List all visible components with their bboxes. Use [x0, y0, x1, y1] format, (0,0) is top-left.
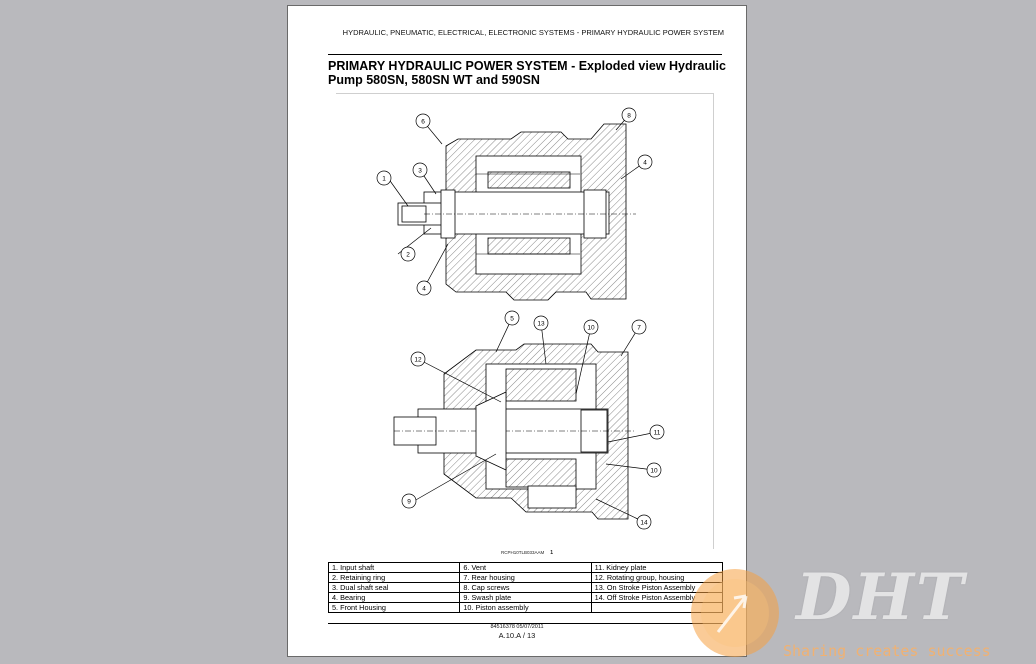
callout-label-4b: 4 — [643, 159, 647, 166]
parts-cell: 4. Bearing — [327, 592, 461, 603]
parts-cell: 2. Retaining ring — [327, 572, 461, 583]
figure-number: 1 — [550, 550, 554, 556]
callout-label-11: 11 — [654, 429, 661, 436]
dht-logo-icon — [691, 569, 779, 657]
figure-code: RCPH10TLB033AAM — [501, 550, 545, 555]
parts-cell: 6. Vent — [459, 562, 592, 573]
callout-circle — [646, 462, 662, 478]
footer-page-number: A.10.A / 13 — [498, 631, 536, 640]
header-divider — [328, 54, 722, 55]
callout-markers — [376, 107, 665, 530]
callout-circle — [415, 113, 431, 129]
callout-label-10: 10 — [587, 324, 595, 331]
callout-label-8: 8 — [627, 112, 631, 119]
parts-cell: 7. Rear housing — [459, 572, 592, 583]
parts-cell: 1. Input shaft — [327, 562, 461, 573]
callout-circle — [504, 310, 520, 326]
callout-circle — [376, 170, 392, 186]
parts-cell: 5. Front Housing — [327, 602, 461, 613]
parts-cell: 10. Piston assembly — [459, 602, 592, 613]
callout-label-5: 5 — [510, 315, 514, 322]
footer-doc-id: 84516378 05/07/2011 — [490, 624, 544, 630]
exploded-view-figure: 1 2 3 4 6 8 4 5 13 10 7 12 9 11 10 14 — [336, 93, 714, 549]
callout-labels: 1 2 3 4 6 8 4 5 13 10 7 12 9 11 10 14 — [382, 112, 661, 526]
callout-circle — [649, 424, 665, 440]
title-line-2: Pump 580SN, 580SN WT and 590SN — [328, 73, 540, 87]
callout-circle — [401, 493, 417, 509]
callout-circle — [400, 246, 416, 262]
section-header: HYDRAULIC, PNEUMATIC, ELECTRICAL, ELECTR… — [342, 28, 724, 37]
callout-circle — [410, 351, 426, 367]
callout-label-4: 4 — [422, 285, 426, 292]
watermark: DHT Sharing creates success — [688, 560, 1018, 664]
parts-cell: 3. Dual shaft seal — [327, 582, 461, 593]
callout-circle — [631, 319, 647, 335]
callout-circle — [621, 107, 637, 123]
parts-cell: 8. Cap screws — [459, 582, 592, 593]
callout-circle — [636, 514, 652, 530]
watermark-brand: DHT — [796, 560, 966, 635]
callout-label-10b: 10 — [650, 467, 658, 474]
callout-label-9: 9 — [407, 498, 411, 505]
callout-circle — [533, 315, 549, 331]
callout-label-1: 1 — [382, 175, 386, 182]
callout-label-14: 14 — [640, 519, 648, 526]
footer-divider — [328, 623, 723, 624]
callout-circle — [583, 319, 599, 335]
bottom-section-view — [393, 343, 636, 520]
callout-label-13: 13 — [537, 320, 545, 327]
page-title: PRIMARY HYDRAULIC POWER SYSTEM - Explode… — [328, 59, 728, 87]
figure-reference: RCPH10TLB033AAM 1 — [501, 550, 553, 556]
callout-circle — [416, 280, 432, 296]
manual-page: HYDRAULIC, PNEUMATIC, ELECTRICAL, ELECTR… — [287, 5, 747, 657]
pump-drawing: 1 2 3 4 6 8 4 5 13 10 7 12 9 11 10 14 — [376, 107, 665, 530]
callout-label-3: 3 — [418, 167, 422, 174]
callout-circle — [412, 162, 428, 178]
title-line-1: PRIMARY HYDRAULIC POWER SYSTEM - Explode… — [328, 59, 726, 73]
callout-label-6: 6 — [421, 118, 425, 125]
callout-circle — [637, 154, 653, 170]
watermark-tagline: Sharing creates success — [783, 642, 991, 660]
parts-cell: 9. Swash plate — [459, 592, 592, 603]
callout-label-2: 2 — [406, 251, 410, 258]
callout-label-7: 7 — [637, 324, 641, 331]
top-section-view — [397, 123, 636, 301]
callout-label-12: 12 — [414, 356, 422, 363]
